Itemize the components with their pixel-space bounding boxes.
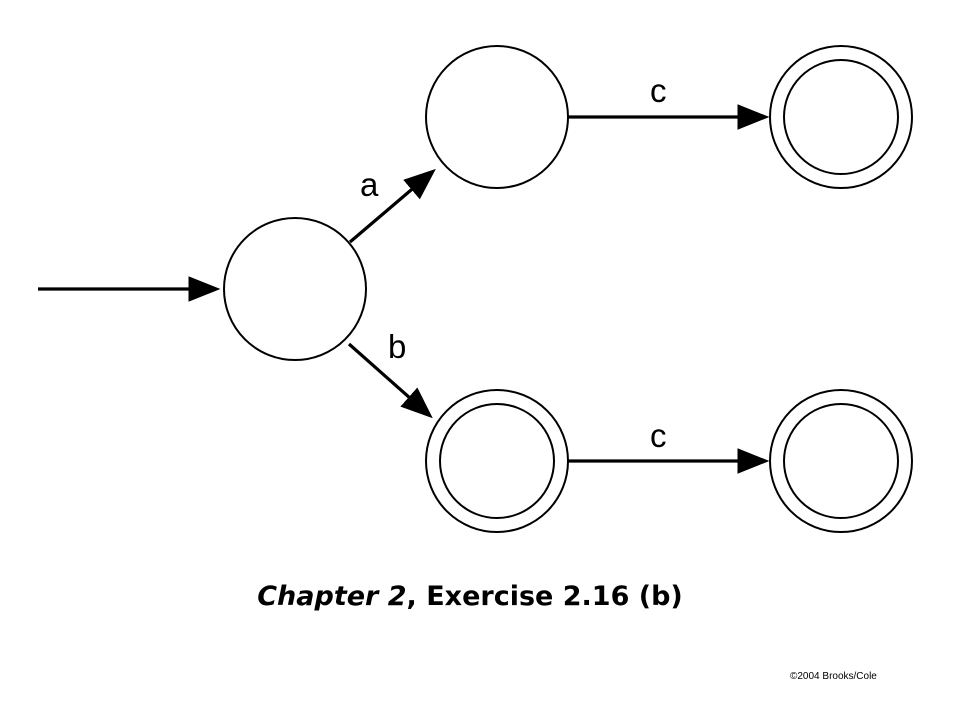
- caption-chapter: Chapter 2: [257, 581, 407, 612]
- label-c-top: c: [650, 72, 667, 109]
- state-upper-accepting: [769, 45, 913, 189]
- label-c-bottom: c: [650, 417, 667, 454]
- transition-b: [347, 342, 433, 419]
- figure-caption: Chapter 2, Exercise 2.16 (b): [0, 581, 940, 612]
- label-a: a: [360, 166, 379, 203]
- caption-exercise: , Exercise 2.16 (b): [406, 581, 683, 612]
- copyright-notice: ©2004 Brooks/Cole: [790, 671, 877, 682]
- state-upper-middle: [425, 45, 569, 189]
- state-lower-right-accepting: [769, 389, 913, 533]
- state-start: [223, 217, 367, 361]
- state-lower-accepting: [425, 389, 569, 533]
- label-b: b: [388, 328, 406, 365]
- transition-a: [348, 168, 436, 244]
